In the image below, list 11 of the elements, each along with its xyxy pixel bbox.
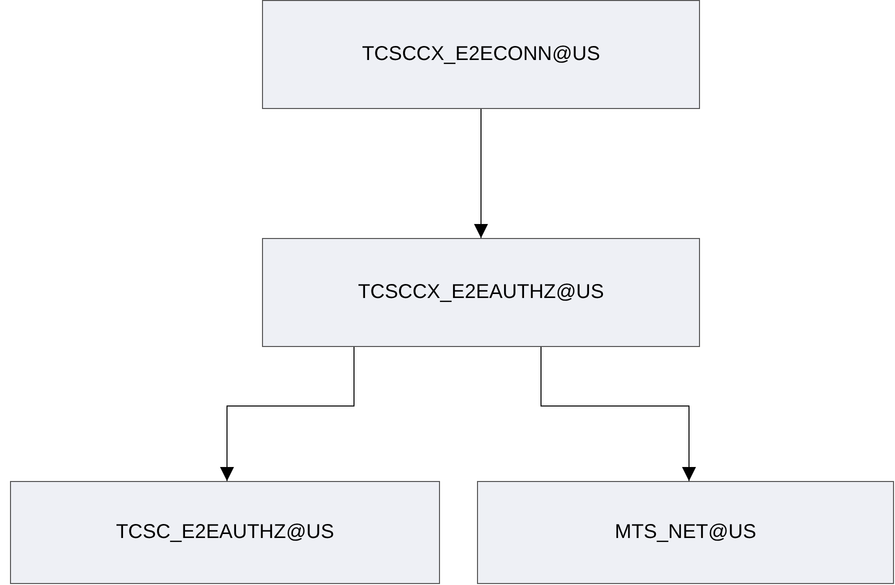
box-label: MTS_NET@US — [614, 521, 756, 544]
box-label: TCSCCX_E2EAUTHZ@US — [358, 281, 604, 304]
arrow — [220, 346, 354, 482]
process-box — [262, 0, 700, 109]
arrow — [474, 108, 488, 238]
box-label: TCSCCX_E2ECONN@US — [362, 43, 600, 66]
process-box — [10, 481, 440, 584]
process-box — [477, 481, 894, 584]
arrow — [540, 346, 696, 482]
box-label: TCSC_E2EAUTHZ@US — [116, 521, 334, 544]
process-box — [262, 238, 700, 347]
